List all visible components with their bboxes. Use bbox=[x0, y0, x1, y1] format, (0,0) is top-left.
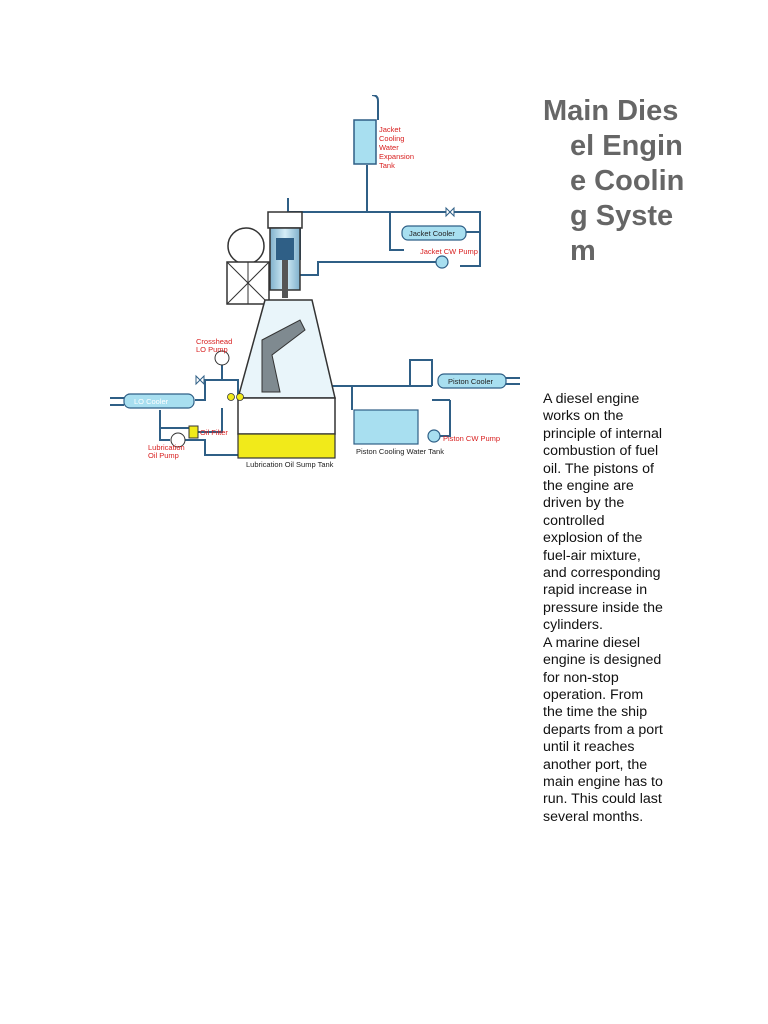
lo-cooler bbox=[123, 393, 195, 409]
expansion-tank-label-line: Tank bbox=[379, 161, 395, 170]
page-title: Main Diesel Engine Cooling System bbox=[543, 95, 685, 267]
crankcase bbox=[237, 397, 336, 435]
valve-icon bbox=[445, 206, 455, 218]
expansion-tank-label-line: Expansion bbox=[379, 152, 414, 161]
crankshaft bbox=[261, 319, 306, 393]
turbocharger bbox=[227, 227, 265, 265]
piston-cooling-water-tank bbox=[353, 409, 419, 445]
crosshead-lo-pump bbox=[214, 350, 230, 366]
expansion-tank bbox=[353, 119, 377, 165]
jacket-cw-pump bbox=[435, 255, 449, 269]
expansion-tank-label-line: Jacket bbox=[379, 125, 402, 134]
engine-frame bbox=[237, 299, 336, 399]
lubrication-oil-pump bbox=[170, 432, 186, 448]
cylinder-head bbox=[267, 211, 303, 229]
paragraph: A diesel engine works on the principle o… bbox=[543, 391, 663, 634]
oil-filter bbox=[188, 425, 199, 439]
oil-filter-label: Oil Filter bbox=[200, 428, 228, 437]
crosshead-pump-label-line: LO Pump bbox=[196, 345, 228, 354]
lo-cooler-label: LO Cooler bbox=[134, 397, 169, 406]
lub-pump-label-line: Oil Pump bbox=[148, 451, 179, 460]
article-body: A diesel engine works on the principle o… bbox=[543, 391, 665, 826]
piston-cw-pump-label: Piston CW Pump bbox=[443, 434, 500, 443]
lub-pump-label-line: Lubrication bbox=[148, 443, 185, 452]
expansion-tank-label-line: Cooling bbox=[379, 134, 404, 143]
expansion-tank-label-line: Water bbox=[379, 143, 399, 152]
piston bbox=[276, 238, 294, 260]
piston-cooler-label: Piston Cooler bbox=[448, 377, 494, 386]
piston-cooler bbox=[437, 373, 507, 389]
valve-icon bbox=[195, 374, 205, 386]
jacket-cw-pump-label: Jacket CW Pump bbox=[420, 247, 478, 256]
expansion-tank-label: Jacket Cooling Water Expansion Tank bbox=[379, 125, 414, 170]
jacket-cooler bbox=[401, 225, 467, 241]
cooling-system-diagram: Jacket Cooling Water Expansion Tank Jack… bbox=[110, 95, 520, 469]
crosshead-pump-label-line: Crosshead bbox=[196, 337, 232, 346]
piston-cw-pump bbox=[427, 429, 441, 443]
piston-tank-label: Piston Cooling Water Tank bbox=[356, 447, 444, 456]
pipework bbox=[110, 95, 520, 456]
jacket-cooler-label: Jacket Cooler bbox=[409, 229, 455, 238]
sump-tank-label: Lubrication Oil Sump Tank bbox=[246, 460, 334, 469]
lube-oil-sump-tank bbox=[237, 433, 336, 459]
paragraph: A marine diesel engine is designed for n… bbox=[543, 634, 663, 825]
